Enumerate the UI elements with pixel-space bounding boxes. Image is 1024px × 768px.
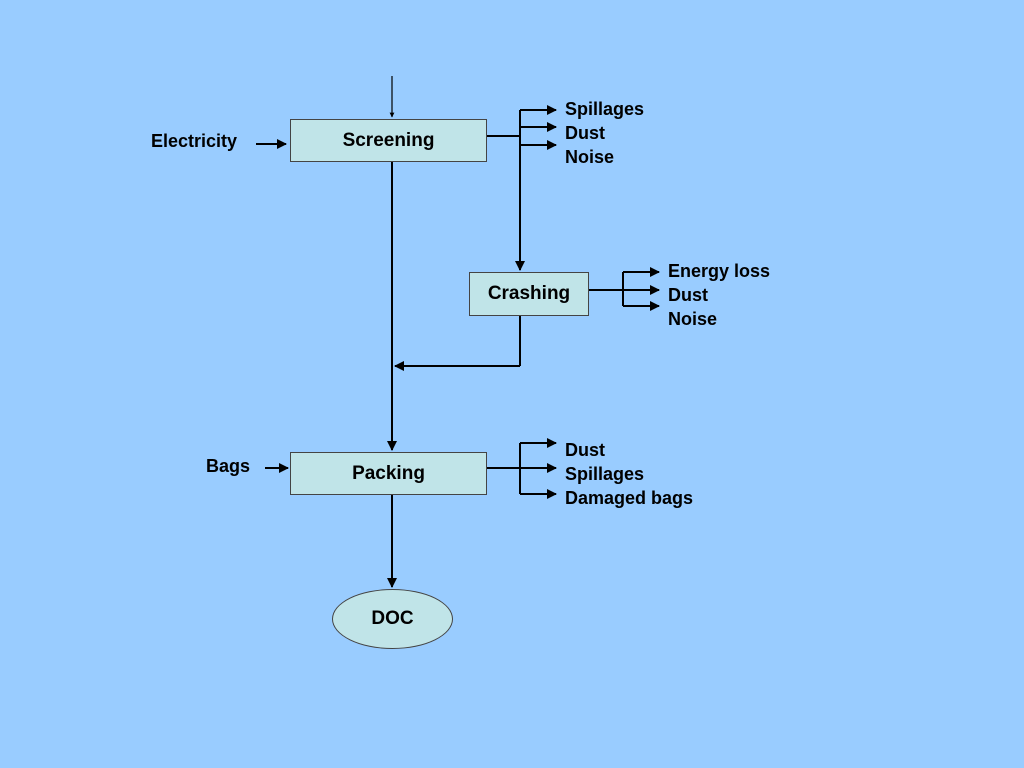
crashing-output-dust: Dust <box>668 285 708 305</box>
crashing-outputs-connector <box>589 267 660 311</box>
bags-label: Bags <box>206 456 251 476</box>
screening-output-noise: Noise <box>565 147 615 167</box>
screening-output-dust: Dust <box>565 123 605 143</box>
packing-outputs-connector <box>486 438 557 499</box>
crashing-output-energy-loss: Energy loss <box>668 261 771 281</box>
crashing-output-noise: Noise <box>668 309 718 329</box>
packing-output-dust: Dust <box>565 440 605 460</box>
packing-output-damaged-bags: Damaged bags <box>565 488 694 508</box>
crashing-return-connector <box>394 316 521 371</box>
screening-box: Screening <box>290 119 487 162</box>
screening-outputs-connector <box>486 105 557 271</box>
packing-box: Packing <box>290 452 487 495</box>
doc-oval: DOC <box>332 589 453 649</box>
packing-output-spillages: Spillages <box>565 464 645 484</box>
electricity-label: Electricity <box>151 131 238 151</box>
screening-output-spillages: Spillages <box>565 99 645 119</box>
crashing-box: Crashing <box>469 272 589 316</box>
